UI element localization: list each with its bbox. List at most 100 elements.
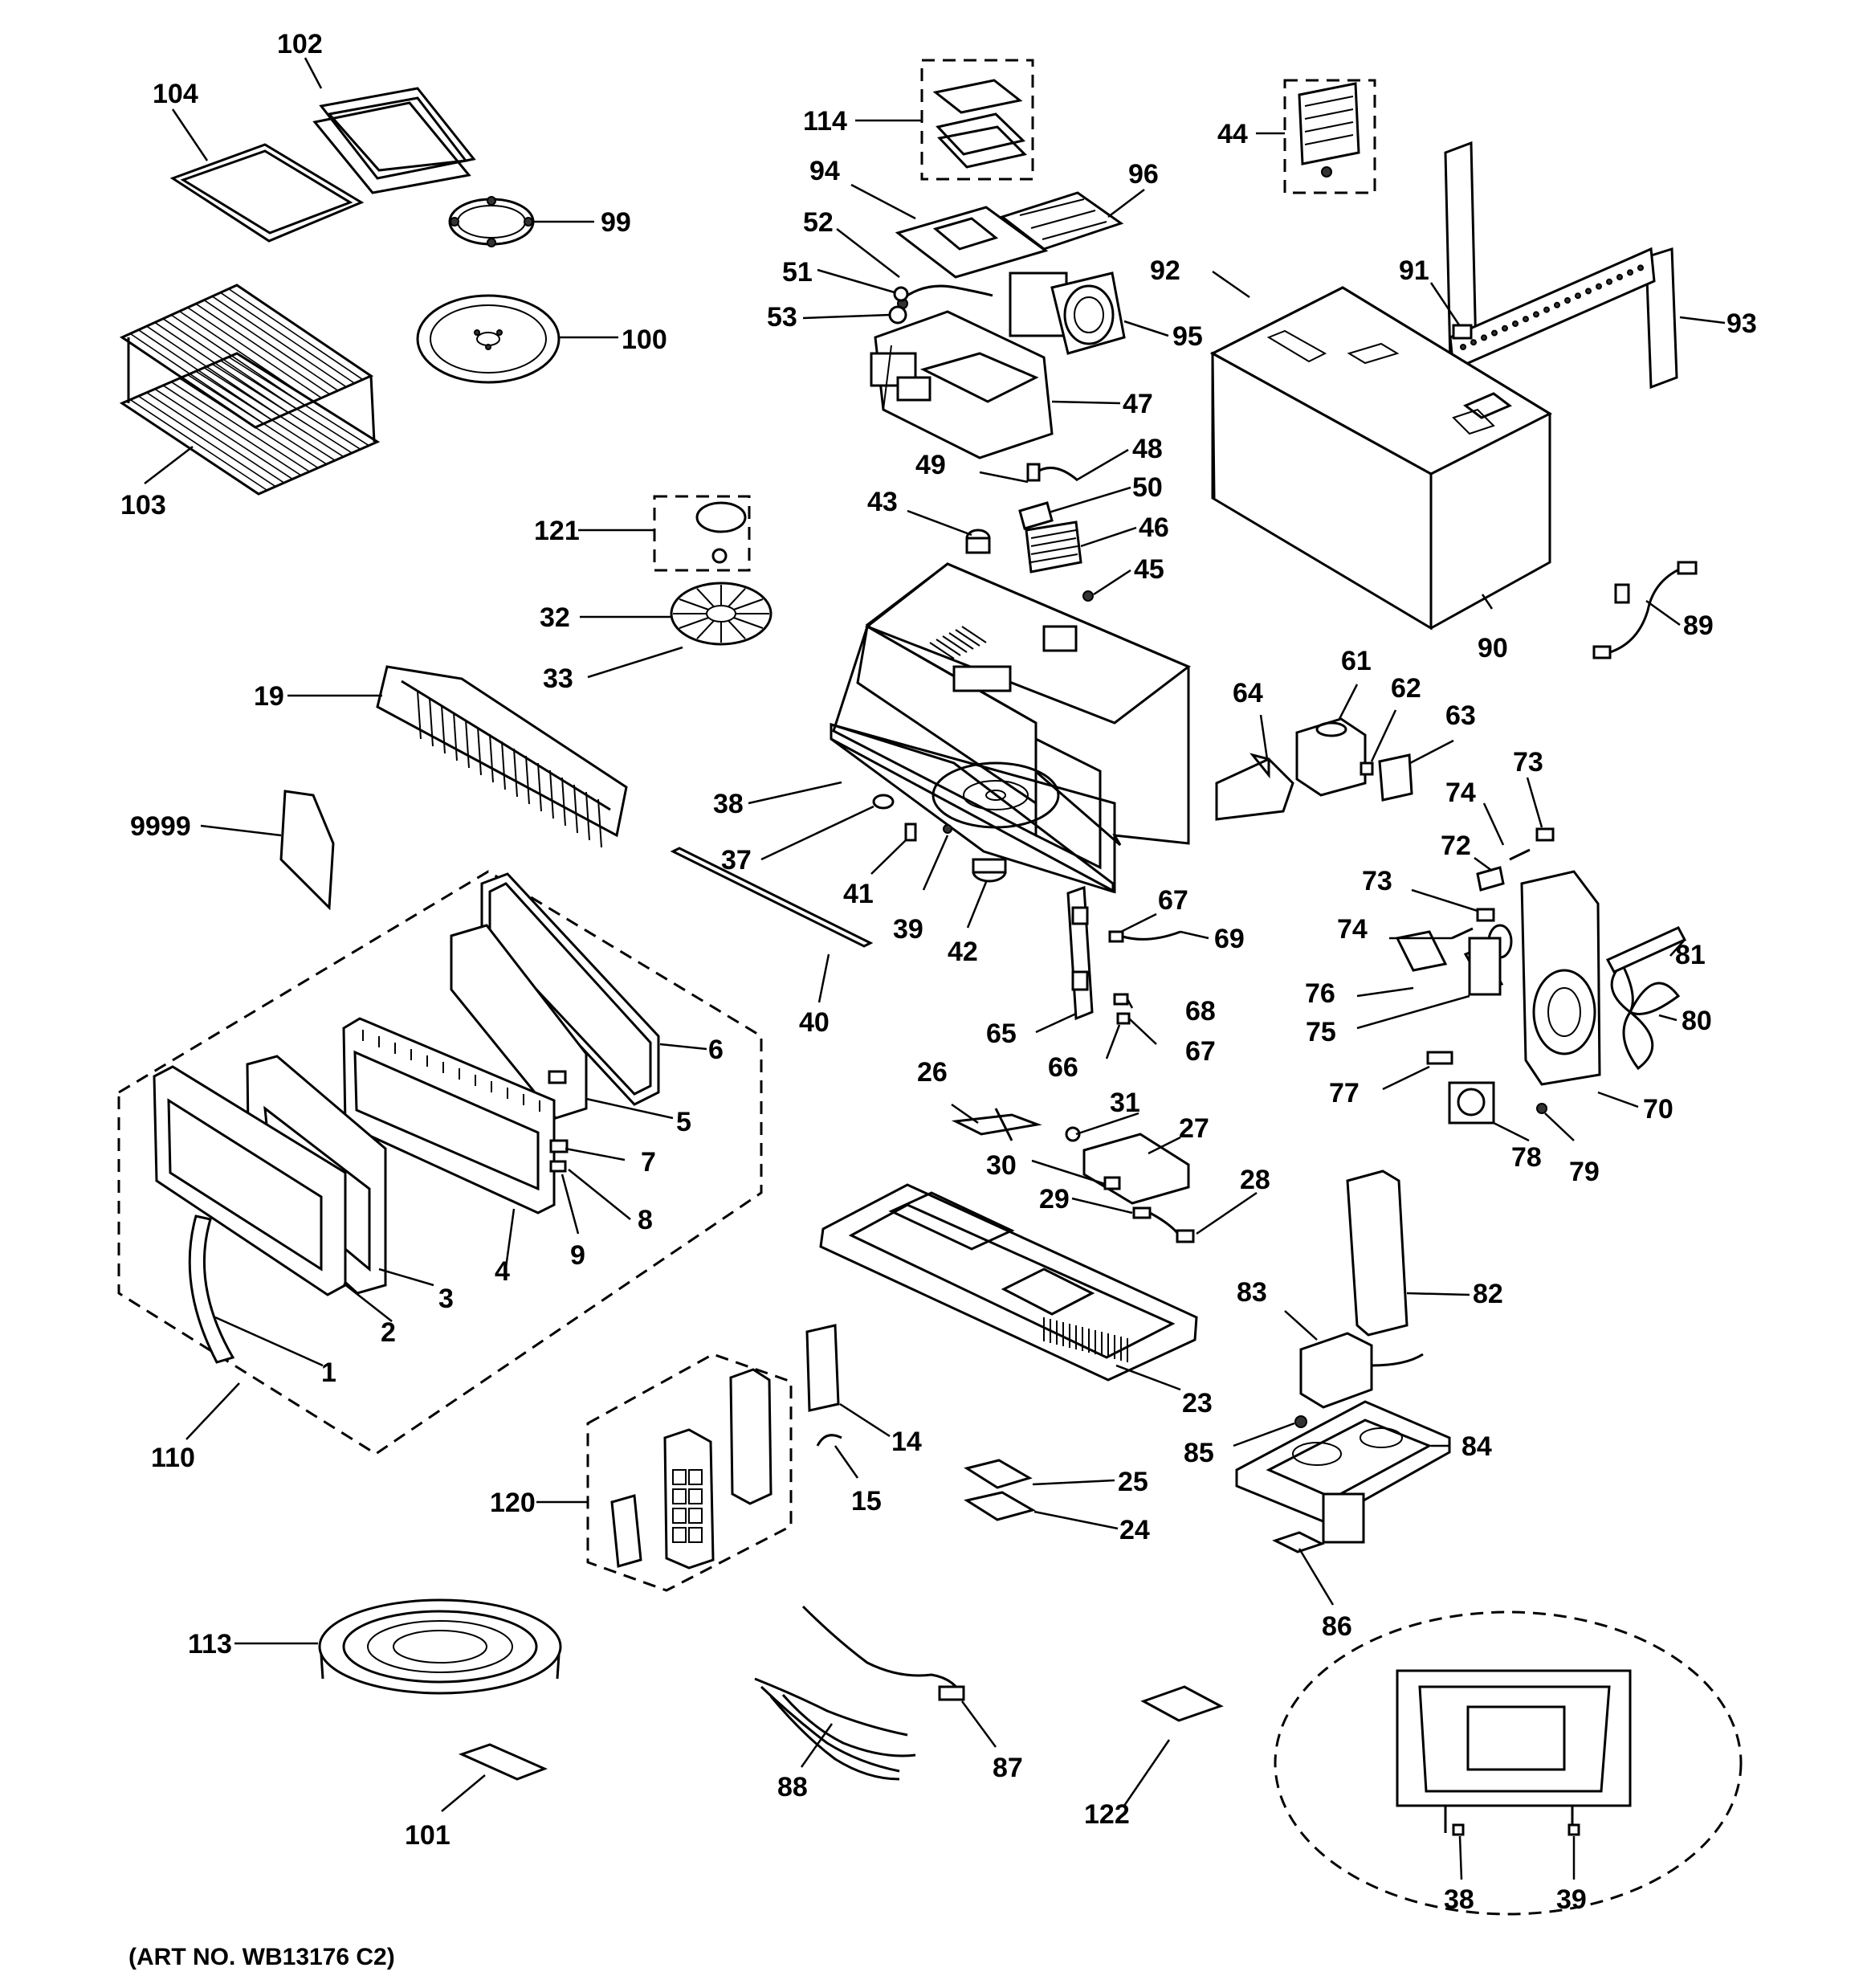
outer-case-90 <box>1209 286 1553 631</box>
rack-wire <box>162 385 302 476</box>
oven-rack-103 <box>119 284 381 496</box>
bracket-26 <box>951 1108 1042 1141</box>
bracket-81 <box>1605 926 1687 974</box>
door-seal-40 <box>670 847 874 948</box>
label-41: 41 <box>843 879 874 909</box>
label-65: 65 <box>986 1018 1017 1049</box>
label-83: 83 <box>1237 1277 1267 1308</box>
literature-9999 <box>279 790 335 911</box>
stirrer-coupling-37 <box>872 794 895 810</box>
label-95: 95 <box>1172 321 1203 352</box>
latch-7-8-9 <box>548 1070 569 1173</box>
label-39b: 39 <box>1556 1884 1587 1915</box>
thermal-fuse-48-49-50 <box>1018 463 1078 530</box>
plate-hole <box>1502 325 1508 332</box>
grille-slot <box>525 755 530 805</box>
label-121: 121 <box>534 516 580 546</box>
interlock-switches-67-68-69 <box>1108 930 1181 1025</box>
grille-slot <box>477 726 482 776</box>
keypad-button <box>672 1527 687 1543</box>
label-38: 38 <box>713 789 744 819</box>
rack-wire <box>195 370 336 461</box>
rack-wire <box>154 321 289 414</box>
rack-wire <box>170 314 306 406</box>
grease-filter-104 <box>169 143 365 243</box>
label-74a: 74 <box>1445 778 1476 808</box>
label-90: 90 <box>1478 633 1508 663</box>
grille-slot <box>597 798 602 848</box>
label-78: 78 <box>1511 1142 1542 1173</box>
grille-slot <box>537 762 542 812</box>
label-1: 1 <box>321 1357 336 1388</box>
bracket-86 <box>1272 1492 1365 1553</box>
label-69: 69 <box>1214 924 1245 954</box>
label-79: 79 <box>1569 1157 1600 1187</box>
grille-kit-44 <box>1283 79 1376 194</box>
label-93: 93 <box>1726 308 1757 339</box>
label-76: 76 <box>1305 978 1335 1009</box>
label-73a: 73 <box>1513 747 1543 778</box>
label-102: 102 <box>277 29 323 59</box>
stirrer-spoke <box>733 598 764 610</box>
rack-wire <box>228 356 369 447</box>
grille-slot <box>513 748 518 798</box>
stirrer-spoke <box>728 588 746 608</box>
plate-hole <box>1564 297 1571 304</box>
grille-slot <box>465 719 470 769</box>
plate-hole <box>1460 344 1466 350</box>
label-8: 8 <box>638 1205 653 1235</box>
stirrer-spoke <box>733 617 764 629</box>
label-49: 49 <box>915 450 946 480</box>
base-bracket-84 <box>1235 1400 1451 1524</box>
label-72: 72 <box>1441 831 1471 861</box>
stirrer-spoke <box>679 598 709 610</box>
wave-guide-cover-82 <box>1346 1170 1408 1337</box>
light-cover-24-25 <box>964 1459 1036 1521</box>
label-6: 6 <box>708 1035 724 1065</box>
bottom-view-inset <box>1274 1610 1743 1916</box>
label-91: 91 <box>1399 255 1429 286</box>
label-32: 32 <box>540 602 570 633</box>
vent-cover-94 <box>895 206 1049 279</box>
mounting-plate-93 <box>1444 141 1678 390</box>
charcoal-filter-102 <box>312 87 476 194</box>
label-52: 52 <box>803 207 834 238</box>
grille-slot <box>453 712 458 761</box>
rack-wire <box>187 307 322 399</box>
label-14: 14 <box>891 1427 922 1457</box>
label-51: 51 <box>782 257 813 288</box>
rack-wire <box>211 363 353 454</box>
keypad-button <box>688 1469 703 1485</box>
label-64: 64 <box>1233 678 1263 708</box>
label-77: 77 <box>1329 1078 1360 1108</box>
grille-slot <box>573 784 578 834</box>
label-86: 86 <box>1322 1611 1352 1642</box>
label-28: 28 <box>1240 1165 1270 1195</box>
cavity-vent-slot <box>929 642 955 659</box>
stirrer-motor-42 <box>972 858 1007 883</box>
light-socket-43 <box>965 529 991 554</box>
plate-hole <box>1523 316 1529 323</box>
keypad-button <box>688 1508 703 1524</box>
label-66: 66 <box>1048 1052 1078 1083</box>
capacitor-bracket-73-74 <box>1451 827 1555 940</box>
grille-slot <box>501 741 506 790</box>
rack-wire <box>220 360 361 450</box>
plate-hole <box>1554 301 1560 308</box>
cavity-vent-slot <box>942 635 968 653</box>
control-panel-120 <box>586 1353 793 1592</box>
rack-wire <box>162 318 297 410</box>
cavity-vent-slot <box>961 626 987 643</box>
plate-hole <box>1627 269 1633 276</box>
wire-harness-88-87 <box>754 1605 965 1781</box>
rack-wire <box>146 392 285 484</box>
label-70: 70 <box>1643 1094 1673 1125</box>
heater-assembly-27-30-31 <box>1065 1126 1190 1205</box>
door-handle-1 <box>188 1214 235 1364</box>
label-26: 26 <box>917 1057 948 1088</box>
base-plate-23 <box>819 1183 1198 1382</box>
label-31: 31 <box>1110 1088 1140 1118</box>
grille-slot <box>549 769 554 819</box>
capacitor-75-76 <box>1395 924 1513 996</box>
label-47: 47 <box>1123 389 1153 419</box>
